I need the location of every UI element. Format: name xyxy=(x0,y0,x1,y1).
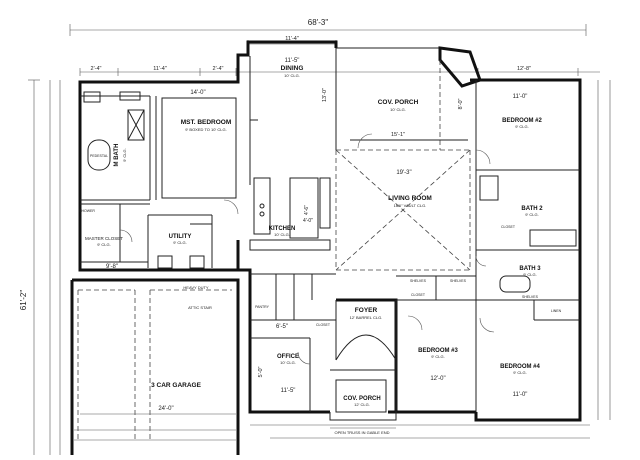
bedroom4-ceiling: 9' CLG. xyxy=(513,370,526,375)
overall-depth-dimension: 61'-2" xyxy=(19,290,28,311)
mst-bedroom-ceiling: 9' BOXED TO 10' CLG. xyxy=(185,127,226,132)
pantry-note: PANTRY xyxy=(255,305,270,309)
attic-stair-note: ATTIC STAIR xyxy=(188,305,212,310)
bed2-width: 11'-0" xyxy=(513,94,528,100)
bottom-dimension-lines xyxy=(80,413,590,439)
rear-porch-ceiling: 10' CLG. xyxy=(390,107,406,112)
shelves-note-left: SHELVES xyxy=(410,279,427,283)
dining-label: DINING xyxy=(281,65,304,72)
front-porch-label: COV. PORCH xyxy=(343,396,380,402)
dim-a: 2'-4" xyxy=(91,66,102,72)
utility-width: 9'-8" xyxy=(106,264,118,270)
master-closet-ceiling: 9' CLG. xyxy=(97,242,110,247)
dim-h: 12'-8" xyxy=(517,66,531,72)
linen-note: LINEN xyxy=(551,309,562,313)
shelves-note-bath3: SHELVES xyxy=(522,295,539,299)
closet-note-office: CLOSET xyxy=(316,323,331,327)
dim-b: 11'-4" xyxy=(153,66,167,72)
utility-ceiling: 9' CLG. xyxy=(173,240,186,245)
foyer-label: FOYER xyxy=(355,307,378,314)
shelves-note-right: SHELVES xyxy=(450,279,467,283)
living-width: 19'-3" xyxy=(396,170,411,176)
kitchen-ceiling: 10' CLG. xyxy=(274,232,290,237)
front-porch-ceiling: 12' CLG. xyxy=(354,402,370,407)
rear-porch-label: COV. PORCH xyxy=(378,99,419,106)
mst-bath-label: M BATH xyxy=(114,144,120,167)
bedroom3-label: BEDROOM #3 xyxy=(418,348,458,354)
dim-i: 8'-0" xyxy=(458,98,464,109)
shower-note: SHOWER xyxy=(79,209,95,213)
office-ceiling: 10' CLG. xyxy=(280,360,296,365)
garage-label: 3 CAR GARAGE xyxy=(151,382,202,389)
foyer-ceiling: 12' BARREL CLG. xyxy=(350,315,383,320)
dim-f: 11'-4" xyxy=(285,36,299,42)
front-porch-outline xyxy=(329,379,397,429)
exterior-walls xyxy=(78,40,582,422)
closet-note-bed3: CLOSET xyxy=(411,293,426,297)
pedestal-note: PEDESTAL xyxy=(90,154,108,158)
dim-d: 4'-0" xyxy=(303,218,313,224)
heavy-duty-note: HEAVY DUTY xyxy=(183,285,209,290)
bedroom2-ceiling: 9' CLG. xyxy=(515,124,528,129)
mst-bedroom-label: MST. BEDROOM xyxy=(181,119,232,126)
living-room-ceiling: 16'6" VAULT CLG. xyxy=(394,203,427,208)
open-truss-note: OPEN TRUSS IN GABLE END xyxy=(334,430,389,435)
dim-j: 5'-0" xyxy=(258,366,264,377)
garage-outline xyxy=(70,278,240,455)
closet-note-bed2: CLOSET xyxy=(501,225,516,229)
bath2-label: BATH 2 xyxy=(521,206,543,212)
bedroom3-ceiling: 9' CLG. xyxy=(431,354,444,359)
overall-width-dimension: 68'-3" xyxy=(308,18,329,27)
interior-walls xyxy=(80,48,580,412)
kitchen-label: KITCHEN xyxy=(269,226,296,232)
mst-bath-ceiling: 9' CLG. xyxy=(122,148,127,161)
utility-label: UTILITY xyxy=(169,234,192,240)
bedroom4-label: BEDROOM #4 xyxy=(500,364,540,370)
bed4-width: 11'-0" xyxy=(513,392,528,398)
dim-c: 2'-4" xyxy=(213,66,224,72)
porch-width: 15'-1" xyxy=(391,132,405,138)
office-width: 11'-5" xyxy=(281,388,296,394)
bed3-width: 12'-0" xyxy=(430,376,445,382)
bath2-ceiling: 9' CLG. xyxy=(525,212,538,217)
dining-ceiling: 10' CLG. xyxy=(284,73,300,78)
bedroom2-label: BEDROOM #2 xyxy=(502,118,542,124)
master-closet-label: MASTER CLOSET xyxy=(85,236,123,241)
overall-dimension-lines xyxy=(28,24,611,455)
bath3-ceiling: 9' CLG. xyxy=(523,272,536,277)
office-label: OFFICE xyxy=(277,354,299,360)
dim-g: 13'-0" xyxy=(322,88,328,102)
garage-width: 24'-0" xyxy=(158,406,173,412)
dining-width: 11'-5" xyxy=(285,58,300,64)
bath3-label: BATH 3 xyxy=(519,266,541,272)
living-room-label: LIVING ROOM xyxy=(388,195,432,202)
dim-e: 4'-6" xyxy=(304,205,310,215)
master-width: 14'-0" xyxy=(190,90,205,96)
foyer-width: 6'-5" xyxy=(276,324,288,330)
